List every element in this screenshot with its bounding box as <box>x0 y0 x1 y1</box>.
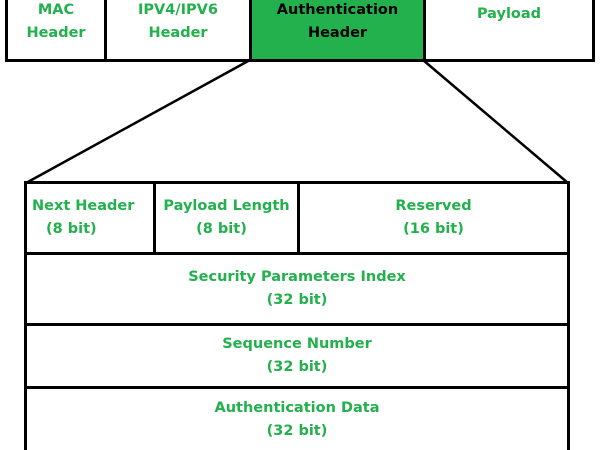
reserved-label: Reserved <box>395 198 472 214</box>
authentication-header-block: Authentication Header <box>252 0 423 59</box>
sequence-number-field: Sequence Number (32 bit) <box>27 326 567 386</box>
payload-length-field: Payload Length (8 bit) <box>156 184 297 252</box>
next-header-field: Next Header (8 bit) <box>27 184 153 252</box>
auth-header-line2: Header <box>307 24 368 41</box>
ah-col-divider-2 <box>297 181 300 255</box>
mac-header-line2: Header <box>26 24 86 41</box>
next-header-label: Next Header <box>32 198 135 214</box>
auth-header-line1: Authentication <box>276 1 399 18</box>
reserved-field: Reserved (16 bit) <box>300 184 567 252</box>
ah-col-divider-1 <box>153 181 156 255</box>
ip-header-line1: IPV4/IPV6 <box>138 1 218 18</box>
left-connector-line <box>25 58 251 185</box>
packet-divider-3 <box>423 0 426 62</box>
sequence-number-label: Sequence Number <box>222 336 372 352</box>
packet-divider-1 <box>104 0 107 62</box>
payload-block: Payload <box>426 0 592 28</box>
ah-row-border-3 <box>24 386 570 389</box>
authentication-data-size: (32 bit) <box>266 422 328 439</box>
ah-row-border-2 <box>24 323 570 326</box>
packet-right-border <box>592 0 595 62</box>
payload-label: Payload <box>476 5 542 22</box>
ah-left-border <box>24 181 27 450</box>
mac-header-line1: MAC <box>37 1 75 18</box>
ip-header-block: IPV4/IPV6 Header <box>107 0 249 59</box>
next-header-size: (8 bit) <box>46 221 97 237</box>
ah-right-border <box>567 181 570 450</box>
spi-size: (32 bit) <box>266 292 328 308</box>
payload-length-label: Payload Length <box>163 198 290 214</box>
packet-divider-2 <box>249 0 252 62</box>
right-connector-line <box>422 59 569 184</box>
authentication-data-label: Authentication Data <box>214 399 380 416</box>
authentication-data-field: Authentication Data (32 bit) <box>27 389 567 450</box>
spi-field: Security Parameters Index (32 bit) <box>27 255 567 323</box>
spi-label: Security Parameters Index <box>188 269 406 285</box>
mac-header-block: MAC Header <box>8 0 104 59</box>
reserved-size: (16 bit) <box>403 221 464 237</box>
ip-header-line2: Header <box>148 24 208 41</box>
packet-left-border <box>5 0 8 62</box>
packet-bottom-border <box>5 59 595 62</box>
sequence-number-size: (32 bit) <box>266 359 328 375</box>
payload-length-size: (8 bit) <box>196 221 247 237</box>
